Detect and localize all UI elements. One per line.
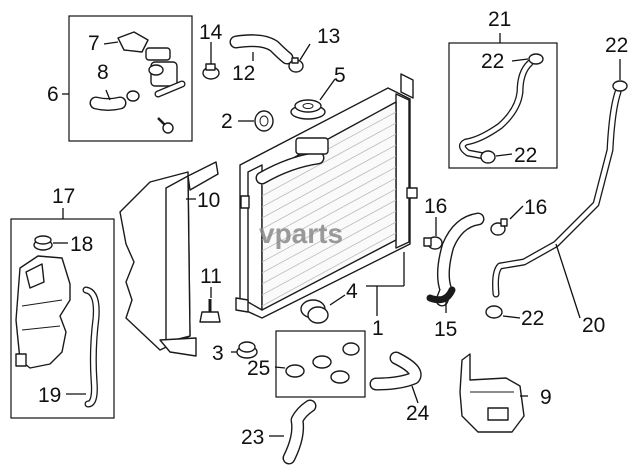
rubber-grommet [236, 341, 258, 359]
watermark: vparts [259, 218, 343, 249]
bypass-tube-21 [459, 53, 544, 164]
mounting-bolt-group6 [157, 117, 174, 134]
group-box-21 [448, 42, 558, 169]
radiator-cap [290, 99, 326, 120]
callout-4: 4 [346, 280, 358, 303]
callout-13: 13 [317, 25, 340, 48]
callout-1: 1 [372, 317, 384, 340]
callout-10: 10 [197, 189, 220, 212]
callout-24: 24 [406, 402, 430, 425]
callout-3: 3 [212, 342, 224, 365]
leader-lines [53, 33, 621, 437]
drain-plug [254, 110, 274, 132]
callout-7: 7 [88, 32, 100, 55]
bypass-hose [89, 96, 127, 111]
callout-23: 23 [241, 426, 264, 449]
callout-11: 11 [200, 265, 222, 288]
hose-clamp-14 [202, 63, 220, 80]
overflow-bracket [459, 353, 525, 433]
callout-9: 9 [540, 386, 552, 409]
reservoir-hose [82, 286, 100, 408]
callout-22-group-bottom: 22 [514, 144, 537, 167]
callout-17: 17 [52, 185, 75, 208]
callout-21: 21 [488, 8, 511, 31]
callout-6: 6 [47, 83, 59, 106]
callout-25: 25 [247, 357, 270, 380]
group-box-6 [68, 15, 193, 142]
thermostat-housing [117, 31, 186, 98]
callout-22-group-top: 22 [481, 50, 504, 73]
reservoir-cap [33, 235, 53, 251]
callout-15: 15 [434, 318, 457, 341]
clamp-set [285, 342, 360, 384]
radiator-mount [300, 299, 329, 324]
hose-clamp-13 [288, 57, 304, 73]
radiator [235, 73, 418, 319]
callout-22-right: 22 [605, 34, 628, 57]
hose-23 [282, 399, 317, 465]
mounting-bolt-11 [199, 299, 221, 323]
callout-12: 12 [232, 62, 255, 85]
air-guide [119, 161, 219, 357]
callout-16-left: 16 [424, 195, 447, 218]
small-clamp-group6 [126, 90, 140, 102]
group-box-25 [275, 330, 366, 398]
coolant-reservoir [15, 255, 71, 369]
callout-20: 20 [582, 314, 605, 337]
callout-18: 18 [70, 233, 93, 256]
hose-clamp-16-right [490, 218, 508, 236]
upper-hose [229, 34, 294, 65]
callout-16-right: 16 [524, 196, 547, 219]
hose-clamp-16-left [423, 236, 443, 250]
callout-22-tube-end: 22 [521, 307, 544, 330]
callout-numbers: 1 2 3 4 5 6 7 8 9 10 11 12 13 14 15 16 1… [38, 8, 628, 449]
callout-2: 2 [221, 110, 233, 133]
callout-14: 14 [199, 21, 223, 44]
watermark-text: vparts [259, 218, 343, 249]
lower-hose [426, 212, 485, 307]
callout-5: 5 [334, 64, 346, 87]
callout-8: 8 [97, 61, 109, 84]
callout-19: 19 [38, 384, 61, 407]
heater-hose-24 [369, 351, 422, 391]
